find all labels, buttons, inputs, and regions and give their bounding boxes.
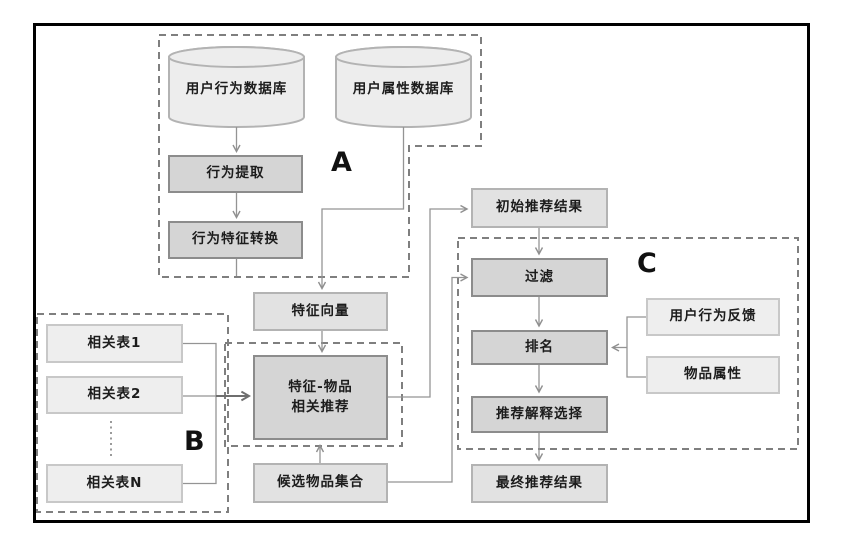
- node-explanation-selection: 推荐解释选择: [471, 396, 608, 433]
- node-feature-vector: 特征向量: [253, 292, 388, 331]
- group-c-outline: [457, 237, 799, 450]
- feature-item-line2: 相关推荐: [291, 398, 350, 415]
- node-initial-recommendation-result: 初始推荐结果: [471, 188, 608, 228]
- node-user-behavior-db: 用户行为数据库: [185, 81, 288, 98]
- node-final-recommendation-result: 最终推荐结果: [471, 464, 608, 503]
- node-related-table-1: 相关表1: [46, 324, 183, 363]
- node-related-table-n: 相关表N: [46, 464, 183, 503]
- user-behavior-db-cylinder: [168, 46, 305, 128]
- node-ranking: 排名: [471, 330, 608, 365]
- node-item-attributes: 物品属性: [646, 356, 780, 394]
- node-behavior-extraction: 行为提取: [168, 155, 303, 193]
- connectors: [183, 127, 646, 485]
- node-feature-item-recommendation: 特征-物品 相关推荐: [253, 355, 388, 440]
- node-user-attribute-db: 用户属性数据库: [352, 81, 455, 98]
- node-user-behavior-feedback: 用户行为反馈: [646, 298, 780, 336]
- node-behavior-feature-conversion: 行为特征转换: [168, 221, 303, 259]
- feature-item-group-outline: [224, 342, 403, 447]
- group-a-outline: [158, 34, 482, 278]
- node-filter: 过滤: [471, 258, 608, 297]
- node-related-table-2: 相关表2: [46, 376, 183, 414]
- label-group-a: A: [331, 147, 352, 178]
- label-group-b: B: [184, 426, 205, 457]
- label-group-c: C: [637, 248, 657, 279]
- group-b-outline: [36, 313, 229, 513]
- feature-item-line1: 特征-物品: [288, 378, 353, 395]
- node-candidate-item-set: 候选物品集合: [253, 463, 388, 503]
- user-attribute-db-cylinder: [335, 46, 472, 128]
